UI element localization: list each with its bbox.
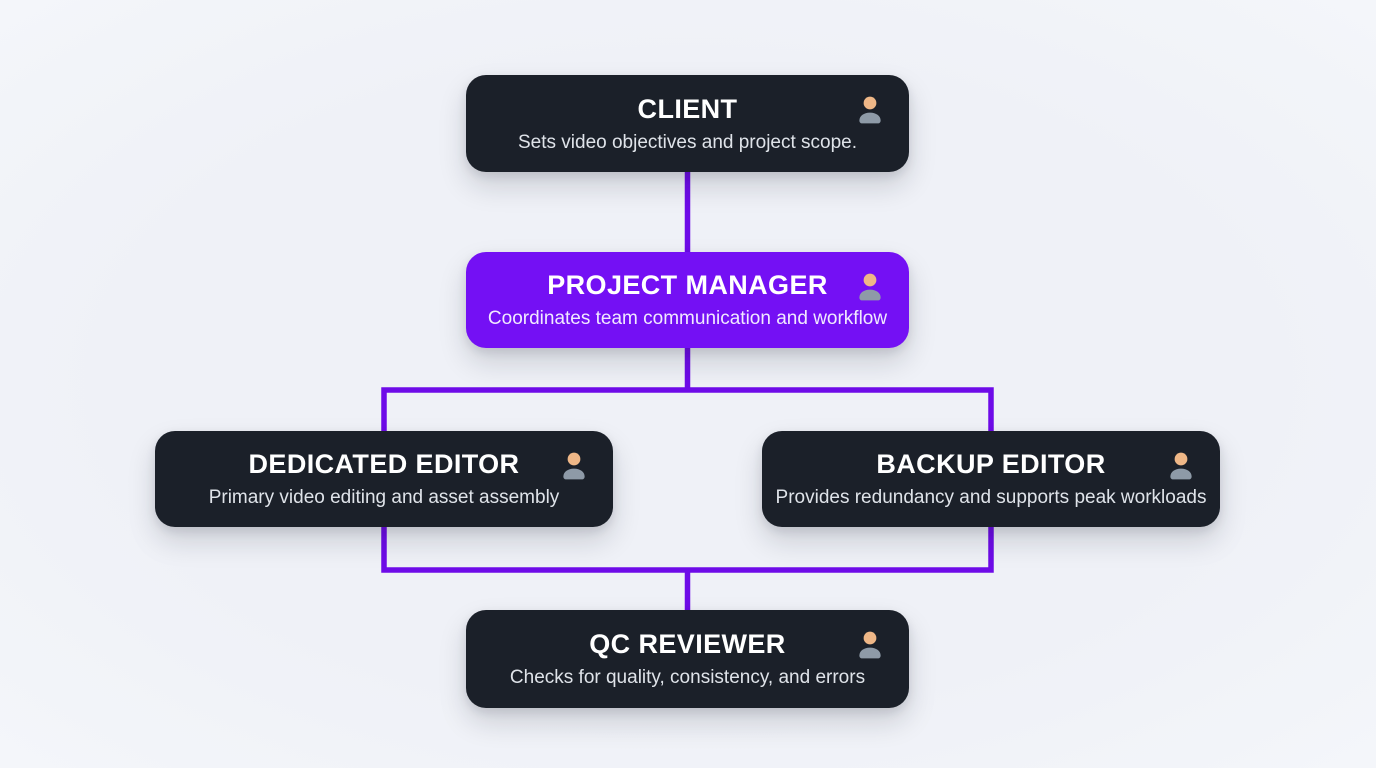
node-title: DEDICATED EDITOR [248,449,520,479]
node-dedicated-editor: DEDICATED EDITOR Primary video editing a… [155,431,613,527]
node-subtitle: Coordinates team communication and workf… [487,308,888,329]
person-icon [1164,450,1198,484]
node-subtitle: Sets video objectives and project scope. [517,131,858,153]
node-title: QC REVIEWER [589,629,786,659]
person-icon [853,629,887,663]
person-icon [853,271,887,305]
node-client: CLIENT Sets video objectives and project… [466,75,909,172]
node-title: CLIENT [637,93,738,124]
node-title: BACKUP EDITOR [876,449,1106,479]
node-subtitle: Primary video editing and asset assembly [208,487,560,508]
person-icon [853,94,887,128]
person-icon [557,450,591,484]
node-qc-reviewer: QC REVIEWER Checks for quality, consiste… [466,610,909,708]
node-title: PROJECT MANAGER [547,270,828,300]
node-project-manager: PROJECT MANAGER Coordinates team communi… [466,252,909,348]
node-backup-editor: BACKUP EDITOR Provides redundancy and su… [762,431,1220,527]
node-subtitle: Provides redundancy and supports peak wo… [775,487,1207,508]
node-subtitle: Checks for quality, consistency, and err… [509,667,866,688]
